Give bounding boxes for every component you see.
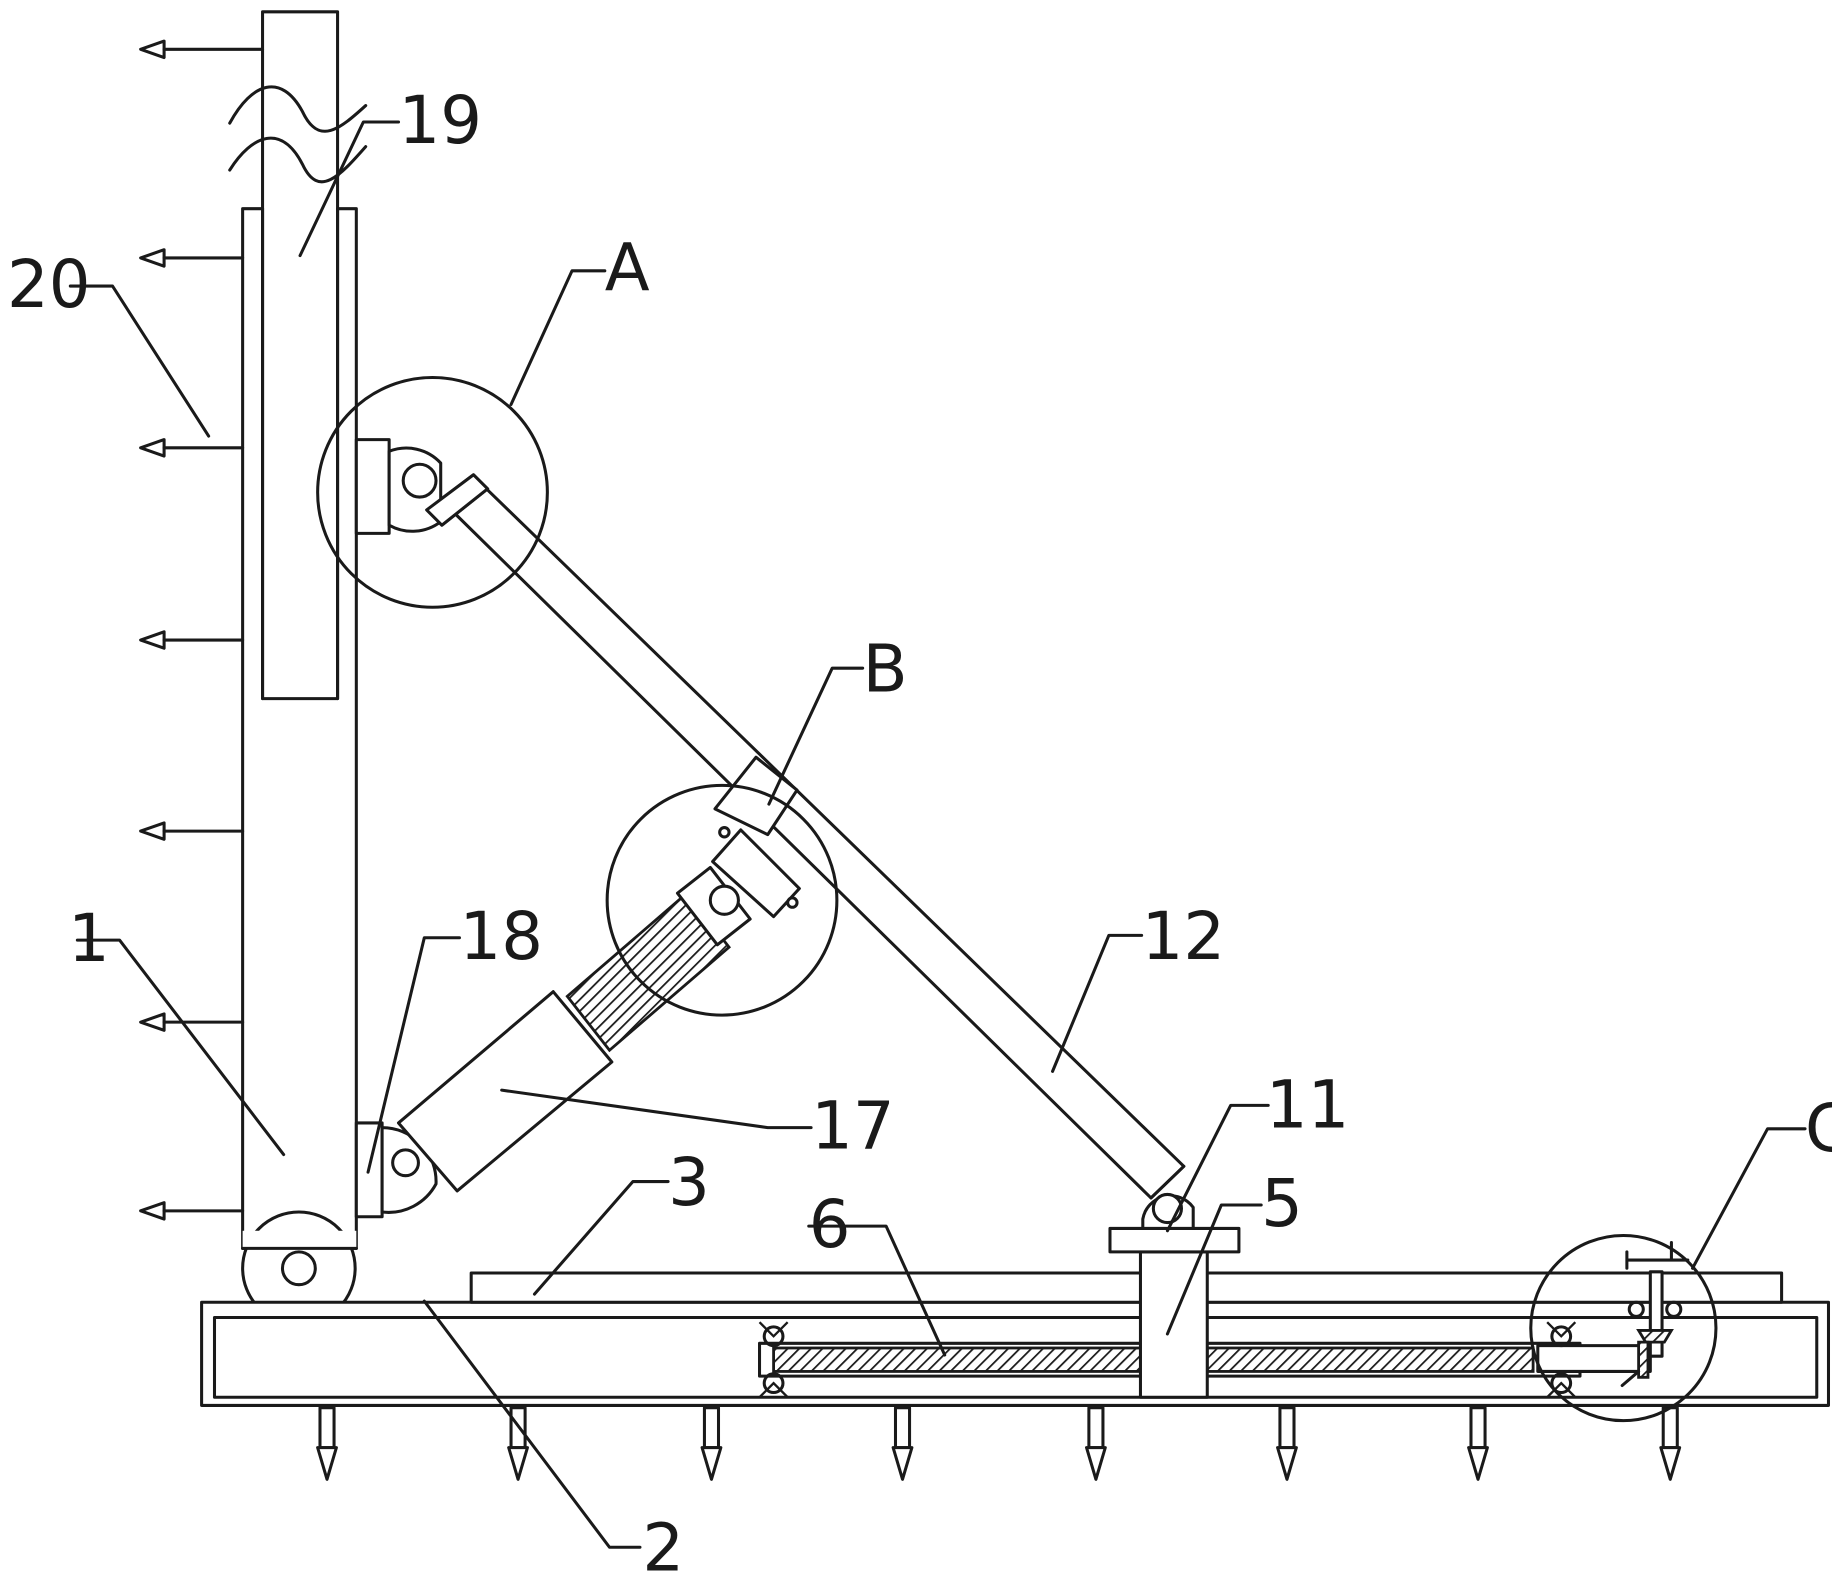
detail-circle-c bbox=[1529, 1233, 1718, 1423]
label-3: 3 bbox=[668, 1145, 710, 1221]
label-6: 6 bbox=[809, 1187, 851, 1263]
slider-5 bbox=[1108, 1226, 1241, 1399]
ground-spike bbox=[1467, 1406, 1489, 1481]
side-spikes-20 bbox=[139, 248, 245, 1221]
vertical-post-1 bbox=[241, 207, 358, 1327]
label-1: 1 bbox=[68, 901, 110, 977]
plate-3 bbox=[469, 1271, 1784, 1304]
cylinder-17 bbox=[354, 826, 801, 1219]
ground-spike bbox=[891, 1406, 914, 1481]
ground-spike bbox=[1085, 1406, 1107, 1481]
label-b: B bbox=[863, 632, 908, 708]
upper-pole-19 bbox=[139, 10, 368, 701]
spike bbox=[139, 438, 245, 458]
reference-labels: 19 20 A B 1 18 12 17 11 C 3 5 6 2 bbox=[7, 83, 1832, 1586]
ground-spike bbox=[1276, 1406, 1298, 1481]
label-12: 12 bbox=[1142, 899, 1226, 975]
label-5: 5 bbox=[1261, 1166, 1303, 1242]
bottom-hinge bbox=[241, 1210, 358, 1327]
ground-spike bbox=[316, 1406, 338, 1481]
label-c: C bbox=[1805, 1091, 1832, 1167]
detail-circle-b bbox=[605, 783, 839, 1017]
mechanism-c bbox=[1536, 1240, 1690, 1399]
spike-top bbox=[139, 39, 265, 60]
spike bbox=[139, 630, 245, 650]
ground-spike bbox=[700, 1406, 723, 1481]
label-2: 2 bbox=[642, 1511, 684, 1586]
label-17: 17 bbox=[811, 1089, 895, 1165]
label-18: 18 bbox=[459, 899, 543, 975]
label-11: 11 bbox=[1266, 1068, 1350, 1144]
spike bbox=[139, 1201, 245, 1221]
label-20: 20 bbox=[7, 247, 91, 323]
spike bbox=[139, 248, 245, 268]
hinge-a bbox=[354, 438, 490, 535]
detail-circle-a bbox=[316, 375, 549, 609]
ground-spike bbox=[1659, 1406, 1682, 1481]
label-19: 19 bbox=[399, 83, 483, 159]
ground-spikes bbox=[316, 1406, 1682, 1481]
leader-lines bbox=[68, 120, 1807, 1549]
label-a: A bbox=[605, 231, 650, 307]
spike bbox=[139, 821, 245, 841]
left-bearing bbox=[758, 1321, 789, 1399]
spike bbox=[139, 1012, 245, 1032]
